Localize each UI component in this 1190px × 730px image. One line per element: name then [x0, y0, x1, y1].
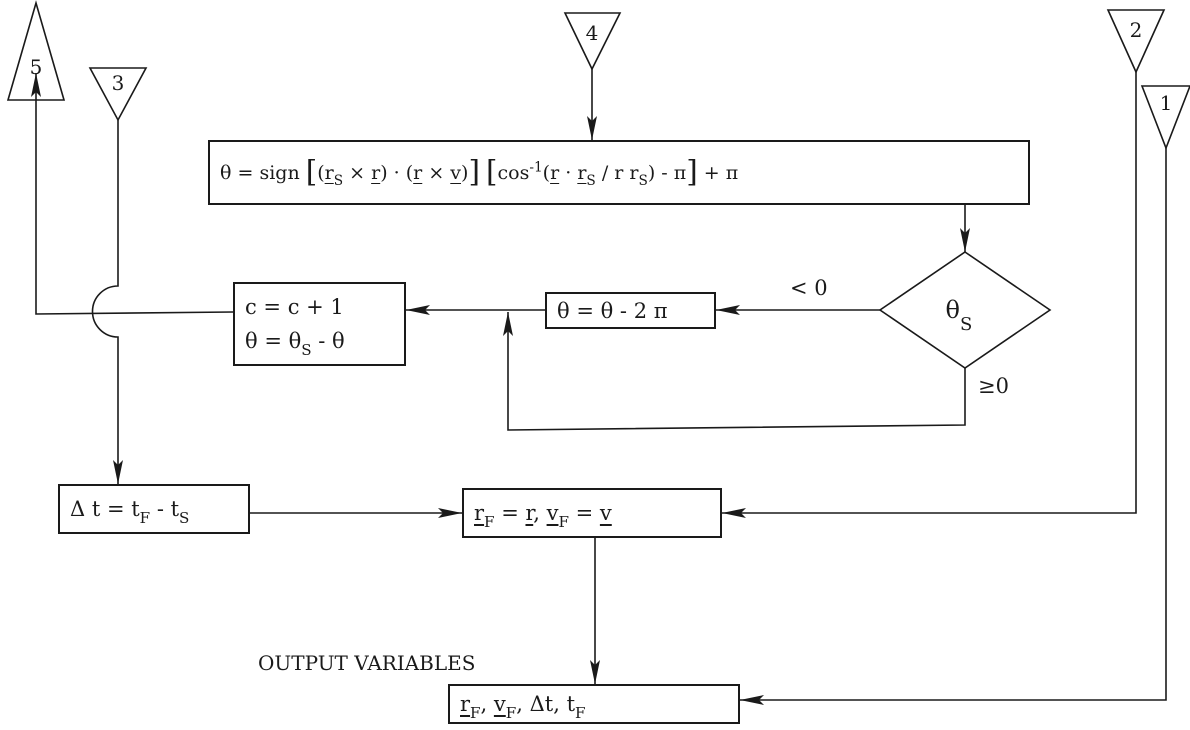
connector-1-triangle [1140, 85, 1190, 151]
connector-1-label: 1 [1160, 91, 1173, 115]
connector-4-label: 4 [586, 21, 599, 45]
label-lt-zero: < 0 [790, 276, 828, 300]
output-variables-list: rF, vF, Δt, tF [460, 692, 586, 722]
connector-3-triangle [88, 67, 148, 122]
flow-counter-to-5 [31, 73, 234, 315]
counter-box: c = c + 1 θ = θS - θ [233, 282, 406, 366]
connector-2-label: 2 [1130, 18, 1143, 42]
delta-t-box: Δ t = tF - tS [58, 484, 250, 534]
counter-increment: c = c + 1 [245, 295, 344, 319]
assignment-formula: rF = r, vF = v [474, 501, 612, 531]
theta-update-box: θ = θ - 2 π [545, 292, 716, 329]
theta-formula-box: θ = sign [(rS × r) · (r × v)] [cos-1(r ·… [208, 140, 1030, 205]
decision-theta: θ [946, 296, 960, 324]
theta-reset: θ = θS - θ [245, 329, 345, 359]
theta-formula: θ = sign [(rS × r) · (r × v)] [cos-1(r ·… [220, 153, 739, 189]
output-variables-heading: OUTPUT VARIABLES [258, 651, 476, 675]
flow-ge-zero [503, 312, 966, 431]
flow-2-to-assign [722, 72, 1137, 518]
flow-3-down [91, 120, 123, 484]
assignment-box: rF = r, vF = v [462, 488, 722, 538]
decision-subscript: S [960, 314, 972, 335]
label-ge-zero: ≥0 [978, 374, 1009, 398]
decision-diamond [878, 251, 1052, 369]
delta-t-formula: Δ t = tF - tS [70, 497, 190, 527]
output-box: rF, vF, Δt, tF [448, 684, 740, 724]
connector-3-label: 3 [112, 71, 125, 95]
connector-2-triangle [1106, 9, 1166, 74]
connector-5-label: 5 [30, 55, 43, 79]
theta-update-text: θ = θ - 2 π [557, 298, 668, 323]
connector-4-triangle [563, 12, 622, 71]
flow-1-to-output [740, 148, 1167, 705]
